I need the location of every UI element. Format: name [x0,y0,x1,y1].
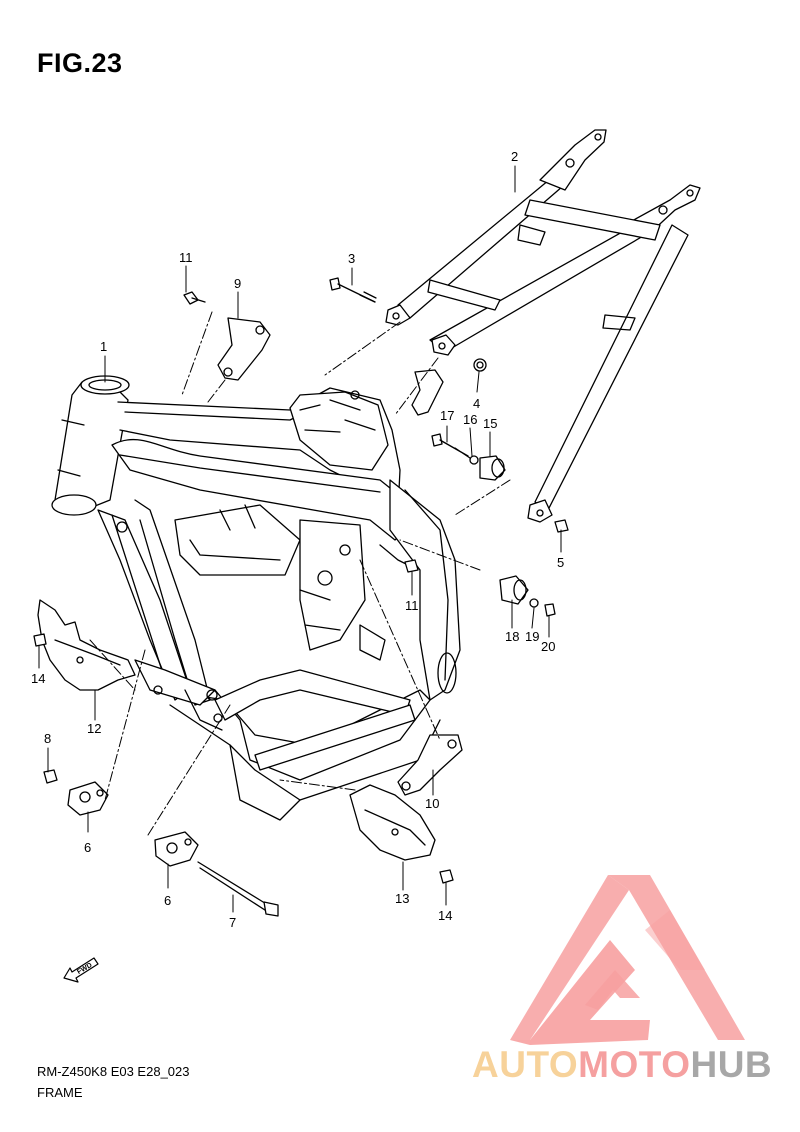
callout-16: 16 [463,412,477,427]
figure-title: FIG.23 [37,48,123,78]
callout-11-mid: 11 [405,598,419,613]
callout-14-right: 14 [438,908,452,923]
callout-11-top: 11 [179,250,193,265]
callout-8: 8 [44,731,51,746]
bolt-14-left-part [33,633,47,647]
bolt-3-part [329,277,377,303]
bolt-7-part [197,861,279,917]
bolt-11-top-part [183,291,206,305]
assembly-lines [89,311,511,836]
bracket-6-lower-part [154,831,199,867]
fwd-label: FWD [76,962,93,976]
callout-20: 20 [541,639,555,654]
callout-18: 18 [505,629,519,644]
forward-arrow-icon: FWD [63,957,99,983]
bushing-18-part [499,575,529,605]
callout-6-left: 6 [84,840,91,855]
washer-16-part [469,455,479,465]
bolt-11-mid-part [379,544,419,573]
callout-4: 4 [473,396,480,411]
callout-7: 7 [229,915,236,930]
callout-5: 5 [557,555,564,570]
bolt-14-right-part [439,869,454,884]
mount-bracket-rear [411,369,444,416]
watermark-part-moto: MOTO [578,1044,691,1085]
watermark-part-auto: AUTO [472,1044,579,1085]
bracket-6-left-part [67,781,109,816]
washer-19-part [529,598,539,608]
callout-2: 2 [511,149,518,164]
callout-6-lower: 6 [164,893,171,908]
bracket-10-part [397,734,463,796]
callout-15: 15 [483,416,497,431]
bolt-17-part [431,433,471,459]
nut-4-part [473,358,487,372]
callout-numbers: 1 2 3 4 5 6 6 7 8 9 10 11 11 12 13 14 14… [31,149,564,930]
figure-code: RM-Z450K8 E03 E28_023 [37,1064,190,1079]
callout-17: 17 [440,408,454,423]
rear-subframe-part [385,129,701,523]
nut-20-part [544,603,556,617]
callout-12: 12 [87,721,101,736]
callout-9: 9 [234,276,241,291]
watermark-part-hub: HUB [690,1044,773,1085]
callout-3: 3 [348,251,355,266]
watermark-text: AUTOMOTOHUB [472,1044,772,1086]
figure-name: FRAME [37,1085,83,1100]
bracket-9-part [217,317,271,381]
nut-8-part [43,769,58,784]
guard-13-part [349,784,436,861]
bushing-15-part [479,455,506,481]
callout-10: 10 [425,796,439,811]
callout-1: 1 [100,339,107,354]
automotohub-logo-icon [510,875,745,1045]
main-frame-part [51,375,461,821]
bolt-5-part [554,519,569,533]
callout-19: 19 [525,629,539,644]
callout-14-left: 14 [31,671,45,686]
leader-lines [38,165,562,913]
guard-12-part [37,599,136,691]
callout-13: 13 [395,891,409,906]
